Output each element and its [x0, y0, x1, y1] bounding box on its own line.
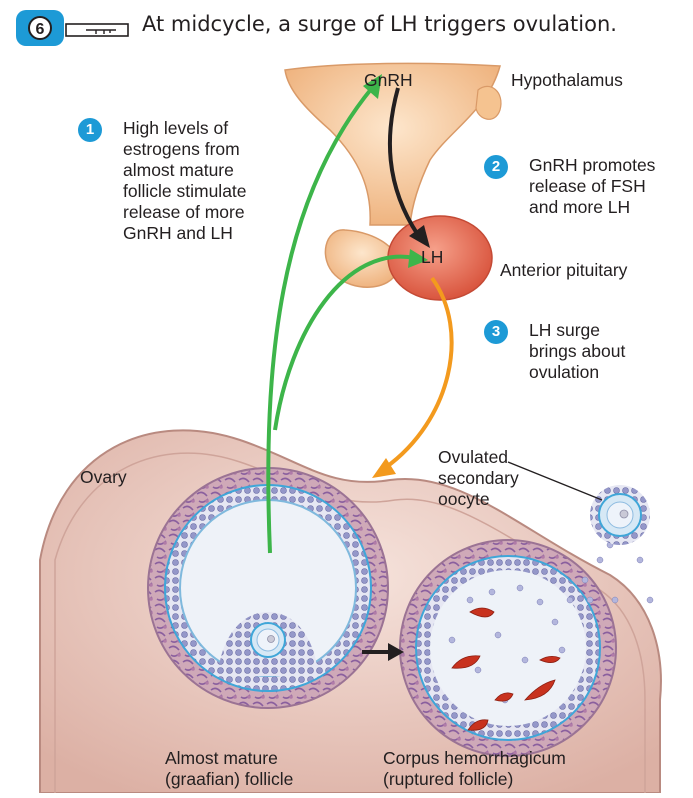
key-icon — [66, 24, 128, 36]
almost-mature-follicle-label: Almost mature (graafian) follicle — [165, 748, 293, 790]
step-1-badge: 1 — [78, 118, 102, 142]
ovulated-oocyte-label: Ovulated secondary oocyte — [438, 447, 519, 510]
ovulated-oocyte — [590, 485, 650, 545]
step-1-text: High levels of estrogens from almost mat… — [123, 118, 247, 244]
lh-surge-arrow — [385, 278, 452, 468]
gnrh-label: GnRH — [364, 70, 413, 91]
step-2-badge: 2 — [484, 155, 508, 179]
svg-text:6: 6 — [36, 21, 45, 38]
anterior-pituitary-label: Anterior pituitary — [500, 260, 627, 281]
hypothalamus-bump — [476, 86, 501, 119]
oocyte-leader-line — [508, 462, 602, 500]
corpus-hemorrhagicum-label: Corpus hemorrhagicum (ruptured follicle) — [383, 748, 566, 790]
lh-label: LH — [421, 247, 443, 268]
step-3-badge: 3 — [484, 320, 508, 344]
header-title: At midcycle, a surge of LH triggers ovul… — [142, 12, 617, 36]
ovary-label: Ovary — [80, 467, 127, 488]
hypothalamus-label: Hypothalamus — [511, 70, 623, 91]
step-3-text: LH surge brings about ovulation — [529, 320, 625, 383]
step-2-text: GnRH promotes release of FSH and more LH — [529, 155, 655, 218]
lock-icon: 6 — [16, 10, 64, 46]
